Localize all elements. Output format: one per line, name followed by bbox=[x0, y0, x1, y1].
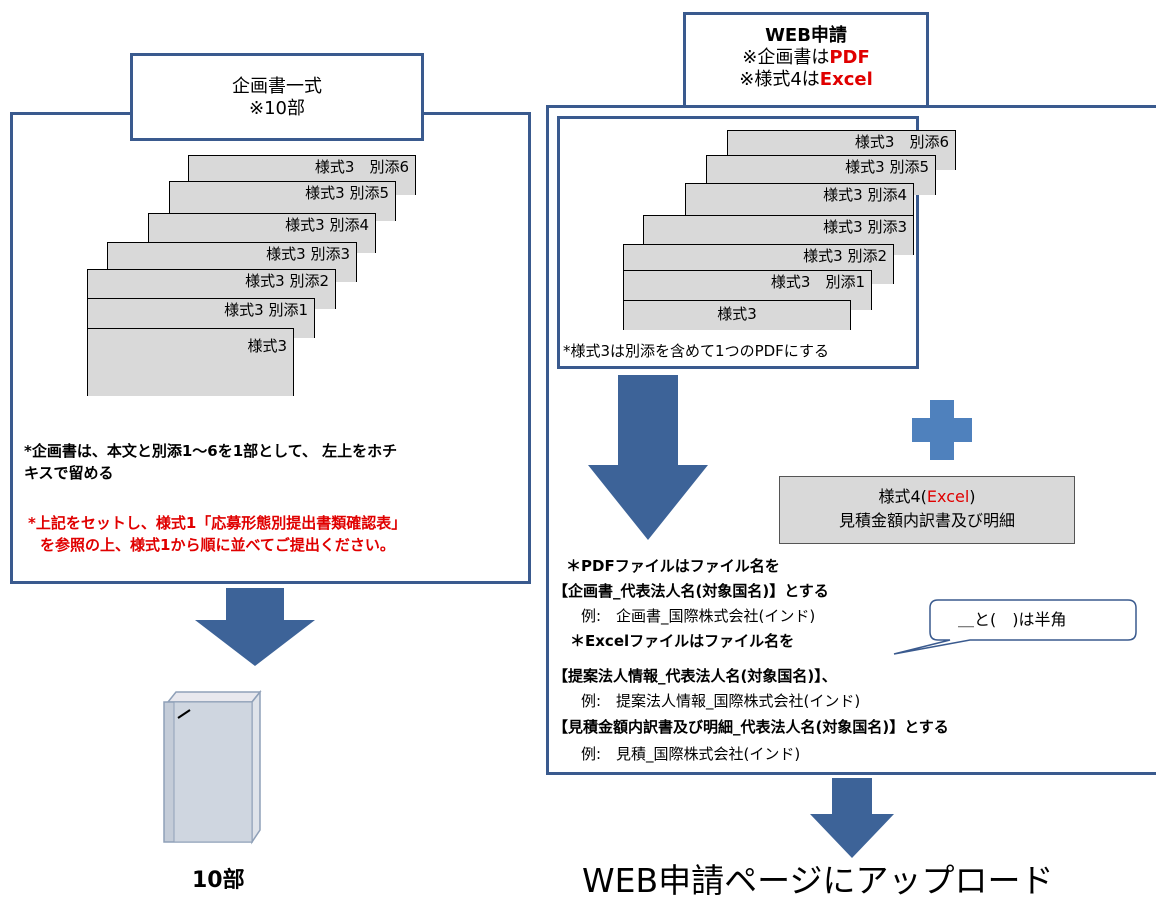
right-title-line3: ※様式4はExcel bbox=[739, 69, 873, 90]
upload-label: WEB申請ページにアップロード bbox=[582, 861, 1054, 900]
excel-filename-rule1: 【提案法人情報_代表法人名(対象国名)】、 bbox=[553, 667, 837, 685]
form4-box: 様式4(Excel) 見積金額内訳書及び明細 bbox=[779, 476, 1075, 544]
excel-filename-rule2: 【見積金額内訳書及び明細_代表法人名(対象国名)】とする bbox=[553, 718, 949, 736]
pdf-filename-heading: ＊PDFファイルはファイル名を bbox=[566, 557, 780, 575]
left-note-order: *上記をセットし、様式1「応募形態別提出書類確認表」 を参照の上、様式1から順に… bbox=[28, 514, 407, 554]
excel-filename-example2: 例: 見積_国際株式会社(インド) bbox=[581, 745, 801, 763]
right-title-line2: ※企画書はPDF bbox=[742, 47, 870, 68]
left-title-line1: 企画書一式 bbox=[232, 76, 322, 97]
right-sheet-form3: 様式3 bbox=[623, 300, 851, 330]
plus-icon bbox=[912, 400, 972, 460]
left-sheet-form3: 様式3 bbox=[87, 328, 294, 396]
half-width-callout-shape bbox=[893, 599, 1137, 655]
left-down-arrow bbox=[195, 588, 315, 666]
excel-filename-heading: ＊Excelファイルはファイル名を bbox=[570, 632, 795, 650]
excel-filename-example1: 例: 提案法人情報_国際株式会社(インド) bbox=[581, 692, 861, 710]
book-icon bbox=[163, 689, 262, 845]
left-title-line2: ※10部 bbox=[249, 98, 305, 119]
left-note-staple: *企画書は、本文と別添1～6を1部として、 左上をホチ キスで留める bbox=[24, 442, 398, 482]
pdf-filename-example: 例: 企画書_国際株式会社(インド) bbox=[581, 607, 816, 625]
half-width-callout-text: ＿と( )は半角 bbox=[958, 610, 1067, 629]
form4-line1: 様式4(Excel) bbox=[878, 487, 976, 506]
right-down-arrow bbox=[588, 375, 708, 540]
pdf-filename-rule: 【企画書_代表法人名(対象国名)】とする bbox=[553, 582, 829, 600]
left-title-box: 企画書一式 ※10部 bbox=[130, 53, 424, 141]
book-count-label: 10部 bbox=[192, 868, 245, 893]
form4-line2: 見積金額内訳書及び明細 bbox=[838, 511, 1015, 530]
right-title-box: WEB申請 ※企画書はPDF ※様式4はExcel bbox=[683, 12, 929, 108]
upload-down-arrow bbox=[810, 778, 894, 858]
pdf-note: *様式3は別添を含めて1つのPDFにする bbox=[563, 342, 829, 360]
right-title-line1: WEB申請 bbox=[765, 25, 847, 46]
